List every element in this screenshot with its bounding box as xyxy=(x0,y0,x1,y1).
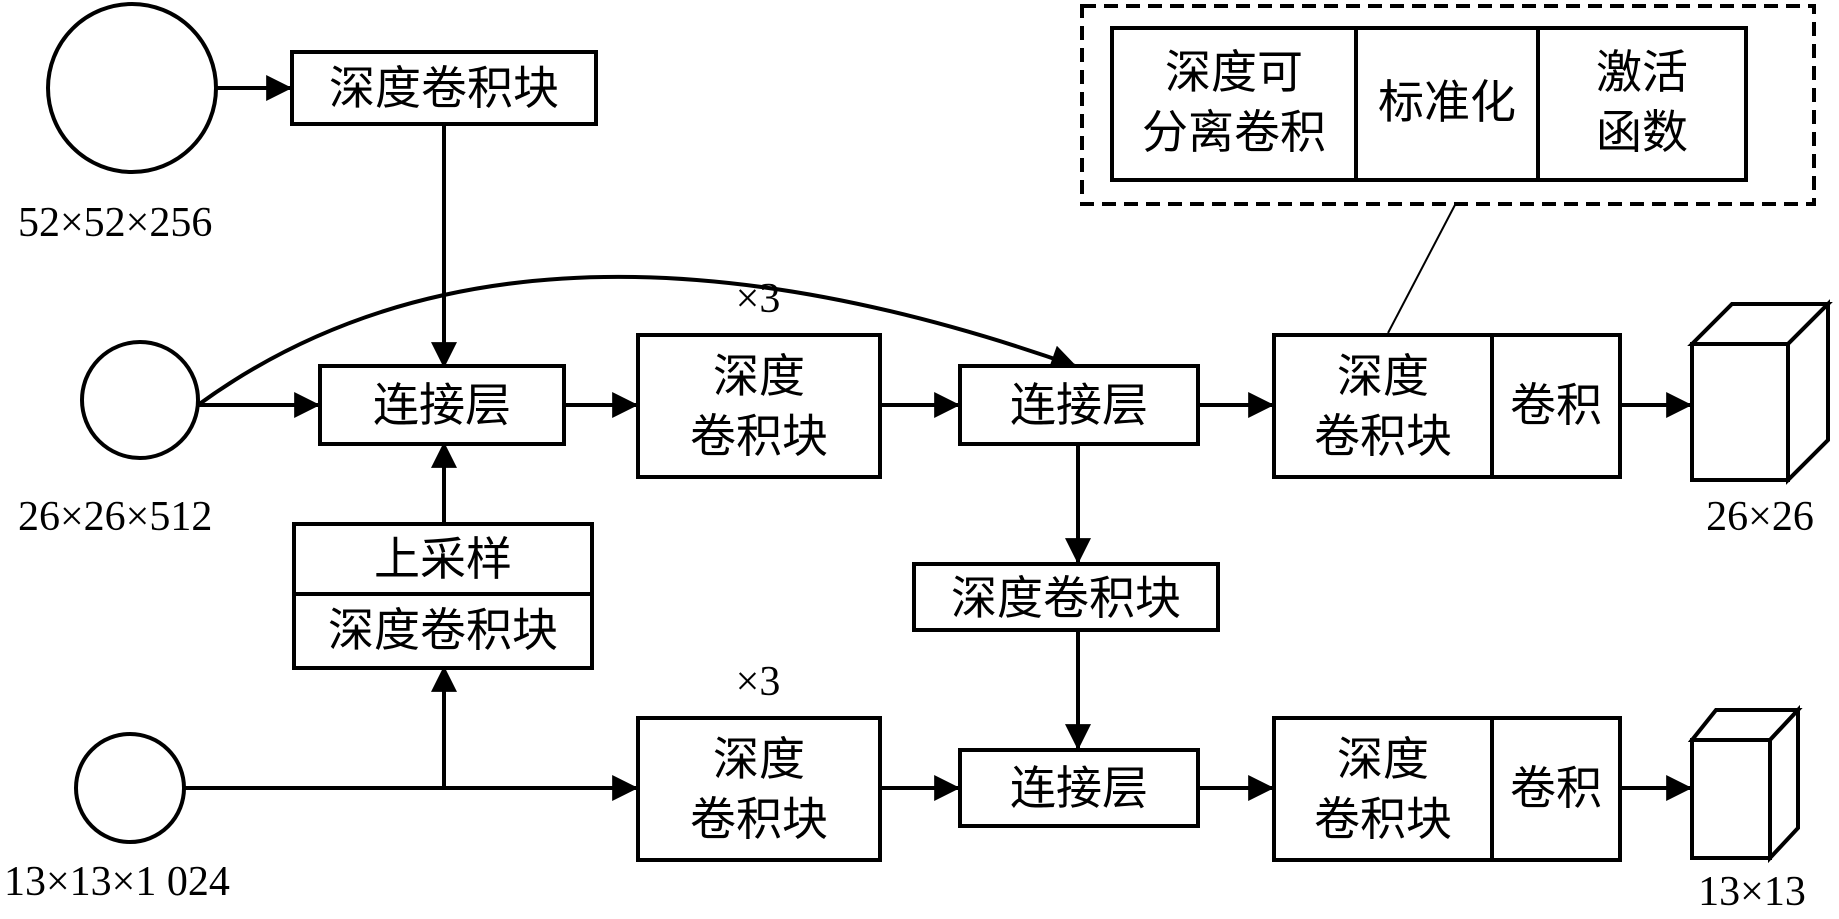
block-label-line2: 卷积块 xyxy=(1314,409,1452,463)
input-dim-label: 26×26×512 xyxy=(18,494,212,540)
block-label: 深度卷积块 xyxy=(951,571,1181,625)
connectors xyxy=(184,75,1693,801)
input-13: 13×13×1 024 xyxy=(4,732,230,905)
block-label-line2: 卷积块 xyxy=(690,792,828,846)
block-label: 深度卷积块 xyxy=(329,61,559,115)
legend-leader-line xyxy=(1387,202,1457,334)
conv-label: 卷积 xyxy=(1510,761,1602,815)
dwblock-bottom: ×3 深度 卷积块 xyxy=(636,659,882,862)
legend-sepconv-line2: 分离卷积 xyxy=(1142,105,1326,159)
block-label-line1: 深度 xyxy=(713,349,805,403)
block-label-line1: 深度 xyxy=(1337,349,1429,403)
input-dim-label: 13×13×1 024 xyxy=(4,859,230,905)
block-label-line1: 深度 xyxy=(713,732,805,786)
concat-layer-3: 连接层 xyxy=(958,748,1200,828)
block-label-line2: 卷积块 xyxy=(1314,792,1452,846)
output-dim-label: 13×13 xyxy=(1698,869,1806,915)
head-top: 深度 卷积块 卷积 xyxy=(1272,333,1622,479)
legend-dashed-border xyxy=(1080,4,1816,206)
input-dim-label: 52×52×256 xyxy=(18,200,212,246)
input-node-circle xyxy=(80,340,200,460)
repeat-label: ×3 xyxy=(736,276,781,322)
output-dim-label: 26×26 xyxy=(1706,494,1814,540)
block-label: 连接层 xyxy=(373,378,511,432)
block-label: 连接层 xyxy=(1010,761,1148,815)
input-52: 52×52×256 xyxy=(18,2,218,246)
concat-layer-1: 连接层 xyxy=(318,364,566,446)
head-bottom: 深度 卷积块 卷积 xyxy=(1272,716,1622,862)
dwblock-center: 深度卷积块 xyxy=(912,562,1220,632)
conv-label: 卷积 xyxy=(1510,378,1602,432)
block-label-line2: 卷积块 xyxy=(690,409,828,463)
upsample-block: 上采样 深度卷积块 xyxy=(292,522,594,670)
output-cube-13: 13×13 xyxy=(1687,704,1806,915)
legend-box: 深度可 分离卷积 标准化 激活 函数 xyxy=(1080,4,1816,206)
legend-norm: 标准化 xyxy=(1378,75,1516,129)
output-cube-26: 26×26 xyxy=(1687,299,1833,540)
upsample-label: 上采样 xyxy=(374,532,512,586)
upsample-dw-label: 深度卷积块 xyxy=(328,603,558,657)
legend-act-line2: 函数 xyxy=(1596,105,1688,159)
legend-act-line1: 激活 xyxy=(1596,45,1688,99)
repeat-label: ×3 xyxy=(736,659,781,705)
input-node-circle xyxy=(46,2,218,174)
block-label: 连接层 xyxy=(1010,378,1148,432)
legend-sepconv-line1: 深度可 xyxy=(1165,45,1303,99)
block-label-line1: 深度 xyxy=(1337,732,1429,786)
input-node-circle xyxy=(74,732,186,844)
concat-layer-2: 连接层 xyxy=(958,364,1200,446)
dwblock-top: 深度卷积块 xyxy=(290,50,598,126)
input-26: 26×26×512 xyxy=(18,340,212,540)
dwblock-mid: ×3 深度 卷积块 xyxy=(636,276,882,479)
arrow-in26-skip-to-concat2 xyxy=(196,274,1078,407)
